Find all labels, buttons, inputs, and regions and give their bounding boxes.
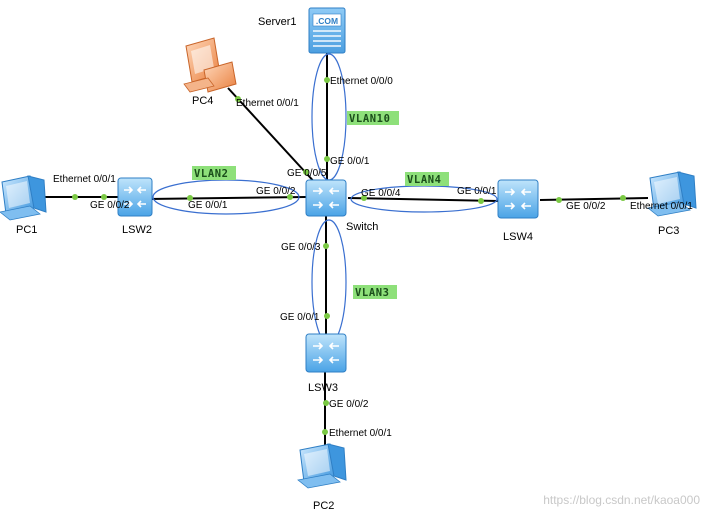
svg-text:VLAN4: VLAN4 [407,174,442,186]
link-pc4-switch[interactable] [227,87,319,187]
port-label: Ethernet 0/0/0 [330,76,393,87]
port-dot [235,96,241,102]
pc-icon [647,171,697,217]
vlan10-tag: VLAN10 [347,111,399,125]
lsw4-label: LSW4 [503,231,533,243]
link-switch-lsw4[interactable] [347,197,499,202]
port-labels: Ethernet 0/0/0 GE 0/0/1 Ethernet 0/0/1 G… [53,76,693,439]
pc-icon [297,443,347,489]
device-lsw2[interactable]: LSW2 [117,177,153,236]
device-lsw4[interactable]: LSW4 [497,179,539,243]
port-label: GE 0/0/2 [256,186,296,197]
pc4-label: PC4 [192,95,213,107]
port-label: GE 0/0/1 [188,200,228,211]
port-label: GE 0/0/2 [90,200,130,211]
pc1-label: PC1 [16,224,37,236]
port-label: GE 0/0/4 [361,188,401,199]
port-dot [322,429,328,435]
pc2-label: PC2 [313,500,334,512]
port-dot [287,194,293,200]
svg-text:VLAN3: VLAN3 [355,287,390,299]
port-dot [323,400,329,406]
server-badge: .COM [316,16,338,26]
svg-text:VLAN2: VLAN2 [194,168,229,180]
port-dot [620,195,626,201]
port-label: GE 0/0/5 [287,168,327,179]
device-pc3[interactable]: PC3 [647,171,697,237]
port-dot [303,169,309,175]
vlan2-tag: VLAN2 [192,166,236,180]
lsw3-label: LSW3 [308,382,338,394]
vlan-tags: VLAN10 VLAN2 VLAN4 VLAN3 [192,111,449,299]
port-label: GE 0/0/2 [566,201,606,212]
device-pc4[interactable]: PC4 [183,37,237,107]
switch-icon [305,179,347,217]
device-switch[interactable]: Switch [305,179,378,233]
pc-icon [183,37,237,93]
pc-icon [0,175,47,221]
vlan4-tag: VLAN4 [405,172,449,186]
vlan3-tag: VLAN3 [353,285,397,299]
switch-icon [117,177,153,217]
port-label: Ethernet 0/0/1 [236,98,299,109]
switch-label: Switch [346,221,378,233]
port-label: GE 0/0/3 [281,242,321,253]
port-label: Ethernet 0/0/1 [630,201,693,212]
device-lsw3[interactable]: LSW3 [305,333,347,394]
port-label: GE 0/0/1 [330,156,370,167]
port-dot [187,195,193,201]
pc3-label: PC3 [658,225,679,237]
port-dot [478,198,484,204]
device-pc2[interactable]: PC2 [297,443,347,512]
port-dot [324,313,330,319]
port-label: GE 0/0/1 [457,186,497,197]
port-dot [72,194,78,200]
port-dot [556,197,562,203]
switch-icon [497,179,539,219]
port-dot [361,195,367,201]
port-label: Ethernet 0/0/1 [53,174,116,185]
server1-label: Server1 [258,16,297,28]
port-dot [324,77,330,83]
port-label: GE 0/0/2 [329,399,369,410]
port-label: GE 0/0/1 [280,312,320,323]
port-dot [101,194,107,200]
lsw2-label: LSW2 [122,224,152,236]
server-icon: .COM [308,7,346,54]
port-dot [323,243,329,249]
device-server1[interactable]: .COM Server1 [258,7,346,54]
switch-icon [305,333,347,373]
link-lsw2-switch[interactable] [147,196,307,200]
port-label: Ethernet 0/0/1 [329,428,392,439]
port-dot [324,156,330,162]
port-dots [72,77,626,435]
vlan3-ring [311,219,347,345]
svg-text:VLAN10: VLAN10 [349,113,391,125]
watermark: https://blog.csdn.net/kaoa000 [543,493,700,507]
device-pc1[interactable]: PC1 [0,175,47,236]
